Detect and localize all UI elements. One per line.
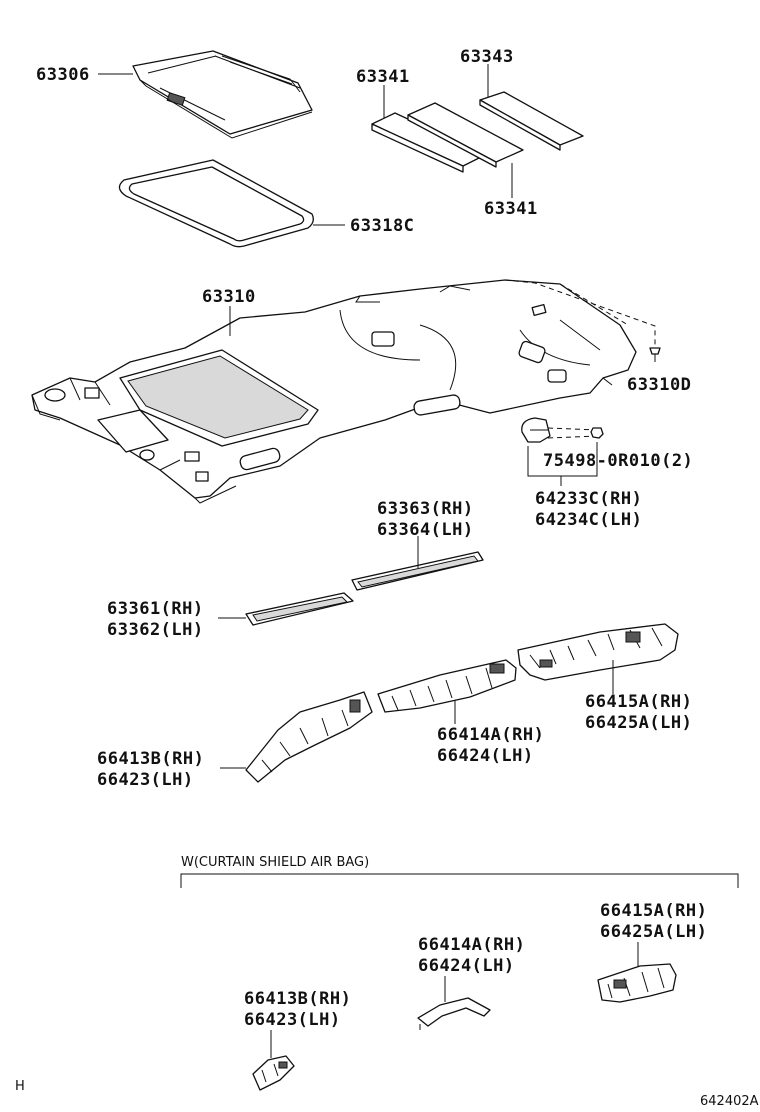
garnish-66415a: [517, 623, 679, 681]
felt-pad-right: [479, 91, 584, 151]
callout-63362: 63362(LH): [107, 620, 204, 640]
callout-66423-upper: 66423(LH): [97, 770, 194, 790]
callout-63363: 63363(RH): [377, 499, 474, 519]
felt-pad-left: [371, 112, 486, 173]
clip-63310d: [649, 347, 661, 362]
callout-63341-bottom: 63341: [484, 199, 538, 219]
callout-63310: 63310: [202, 287, 256, 307]
roof-headlining: [31, 279, 637, 504]
dashed-clip-lines: [504, 279, 656, 345]
callout-66415a-lower: 66415A(RH): [600, 901, 707, 921]
section-bracket: [180, 873, 739, 888]
callout-64233c: 64233C(RH): [535, 489, 642, 509]
sunshade-panel: [132, 50, 313, 139]
callout-63341-top: 63341: [356, 67, 410, 87]
felt-pad-middle: [407, 102, 524, 168]
callout-63364: 63364(LH): [377, 520, 474, 540]
roof-side-grille-rear: [351, 551, 484, 591]
callout-66424-lower: 66424(LH): [418, 956, 515, 976]
callout-66424-upper: 66424(LH): [437, 746, 534, 766]
diagram-id: 642402A: [700, 1094, 759, 1109]
roof-side-grille-front: [245, 592, 354, 626]
garnish-66414a: [377, 659, 517, 713]
section-note: W(CURTAIN SHIELD AIR BAG): [181, 855, 369, 870]
callout-66415a-upper: 66415A(RH): [585, 692, 692, 712]
garnish-66415a-airbag: [597, 963, 677, 1003]
callout-66414a-lower: 66414A(RH): [418, 935, 525, 955]
callout-63361: 63361(RH): [107, 599, 204, 619]
callout-66413b-lower: 66413B(RH): [244, 989, 351, 1009]
garnish-66413b: [245, 691, 373, 783]
screw-75498: [590, 427, 604, 439]
callout-75498: 75498-0R010(2): [543, 451, 693, 471]
callout-66413b-upper: 66413B(RH): [97, 749, 204, 769]
callout-63310d: 63310D: [627, 375, 691, 395]
assist-hook: [521, 417, 599, 443]
callout-63318c: 63318C: [350, 216, 414, 236]
garnish-66414a-airbag: [417, 997, 491, 1030]
corner-mark: H: [15, 1079, 25, 1094]
callout-66425a-upper: 66425A(LH): [585, 713, 692, 733]
sunroof-weatherstrip: [118, 159, 314, 248]
bracket-64233c: [527, 442, 598, 477]
callout-64234c: 64234C(LH): [535, 510, 642, 530]
callout-63343: 63343: [460, 47, 514, 67]
callout-63306: 63306: [36, 65, 90, 85]
callout-66414a-upper: 66414A(RH): [437, 725, 544, 745]
callout-66425a-lower: 66425A(LH): [600, 922, 707, 942]
callout-66423-lower: 66423(LH): [244, 1010, 341, 1030]
garnish-66413b-airbag: [252, 1055, 295, 1091]
